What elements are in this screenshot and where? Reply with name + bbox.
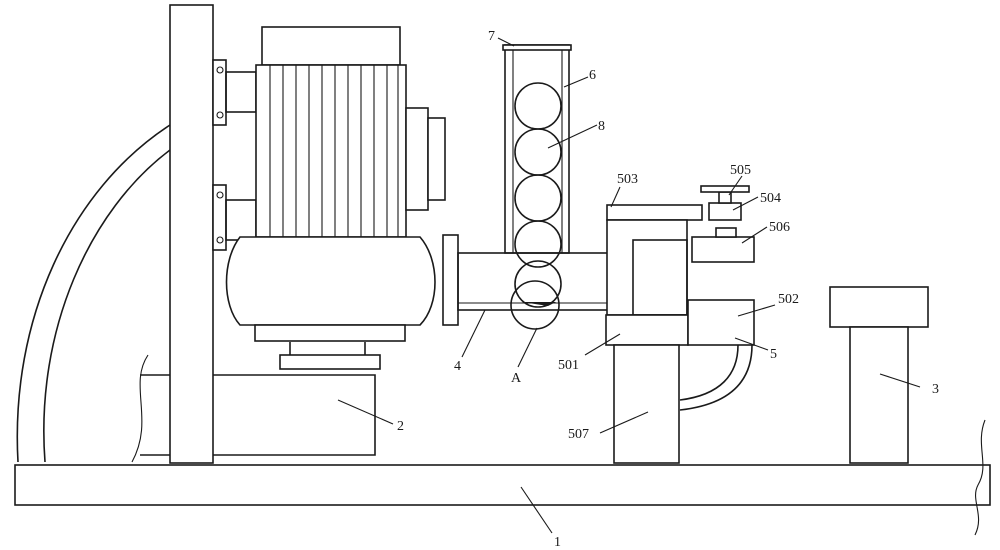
label-feed-tube: 4	[454, 359, 461, 374]
right-support	[829, 286, 929, 464]
label-motor-housing: 2	[397, 419, 404, 434]
break-line	[131, 354, 149, 463]
label-top-plate: 503	[617, 172, 638, 187]
feed-tube	[442, 234, 634, 326]
label-lower-block: 501	[558, 358, 579, 373]
motor-body	[225, 26, 446, 342]
clamp-assembly	[605, 185, 755, 464]
leader-lines	[337, 37, 921, 534]
label-press-block: 506	[769, 220, 790, 235]
part-labels: 7 6 8 503 505 504 506 502 5 501 3 507 2 …	[397, 29, 939, 550]
arc-guard	[16, 124, 171, 463]
label-right-support: 3	[932, 382, 939, 397]
label-base: 1	[554, 535, 561, 550]
label-handwheel: 505	[730, 163, 751, 178]
label-ball: 8	[598, 119, 605, 134]
label-clamp-block: 5	[770, 347, 777, 362]
frame-post	[169, 4, 257, 464]
motor-housing	[140, 342, 381, 456]
label-support-column: 507	[568, 427, 589, 442]
label-hopper-cap: 7	[488, 29, 495, 44]
label-screw-nut: 504	[760, 191, 781, 206]
hopper	[502, 44, 572, 330]
base-plate	[14, 419, 991, 536]
label-detail-a: A	[511, 371, 522, 386]
label-side-box: 502	[778, 292, 799, 307]
label-hopper: 6	[589, 68, 596, 83]
